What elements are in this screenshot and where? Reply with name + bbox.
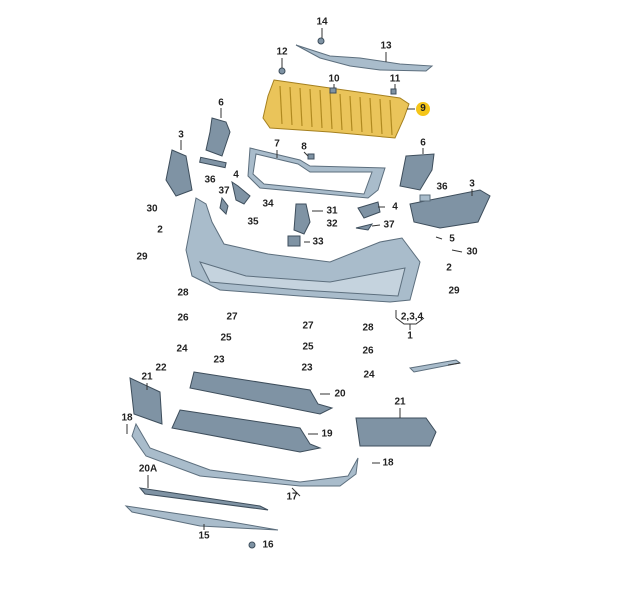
part-33[interactable] bbox=[287, 235, 301, 247]
part-36-right[interactable] bbox=[419, 194, 431, 202]
part-10[interactable] bbox=[329, 87, 337, 94]
callout-12[interactable]: 12 bbox=[276, 46, 288, 58]
callout-17[interactable]: 17 bbox=[286, 491, 298, 503]
callout-26-right[interactable]: 26 bbox=[362, 345, 374, 357]
callout-30-right[interactable]: 30 bbox=[466, 246, 478, 258]
callout-4-right[interactable]: 4 bbox=[392, 201, 398, 213]
callout-20[interactable]: 20 bbox=[334, 388, 346, 400]
group-bracket bbox=[395, 310, 425, 330]
callout-3-left[interactable]: 3 bbox=[178, 129, 184, 141]
callout-27-right[interactable]: 27 bbox=[302, 320, 314, 332]
part-20A-trim[interactable] bbox=[138, 487, 269, 511]
callout-29-left[interactable]: 29 bbox=[136, 251, 148, 263]
callout-14[interactable]: 14 bbox=[316, 16, 328, 28]
callout-35[interactable]: 35 bbox=[247, 216, 259, 228]
callout-20A[interactable]: 20A bbox=[138, 463, 158, 475]
part-16-screw[interactable] bbox=[248, 541, 256, 549]
part-17-lower-spoiler[interactable] bbox=[131, 422, 359, 487]
callout-2-right[interactable]: 2 bbox=[446, 262, 452, 274]
callout-33[interactable]: 33 bbox=[312, 236, 324, 248]
callout-24-left[interactable]: 24 bbox=[176, 343, 188, 355]
callout-15[interactable]: 15 bbox=[198, 530, 210, 542]
callout-37-right[interactable]: 37 bbox=[383, 219, 395, 231]
callout-18-right[interactable]: 18 bbox=[382, 457, 394, 469]
part-3-guide-right[interactable] bbox=[409, 189, 491, 229]
callout-7[interactable]: 7 bbox=[274, 138, 280, 150]
part-6-bracket-right[interactable] bbox=[399, 153, 435, 191]
callout-19[interactable]: 19 bbox=[321, 428, 333, 440]
callout-36-left[interactable]: 36 bbox=[204, 174, 216, 186]
part-21-grille-left[interactable] bbox=[129, 377, 163, 425]
callout-4-left[interactable]: 4 bbox=[233, 169, 239, 181]
callout-1[interactable]: 1 bbox=[407, 330, 413, 342]
part-19-center-grille[interactable] bbox=[171, 409, 322, 453]
callout-10[interactable]: 10 bbox=[328, 73, 340, 85]
part-9-radiator-grille[interactable] bbox=[262, 79, 410, 139]
callout-3-right[interactable]: 3 bbox=[469, 178, 475, 190]
part-13-upper-trim[interactable] bbox=[295, 44, 434, 72]
callout-23-left[interactable]: 23 bbox=[213, 354, 225, 366]
part-31-bracket[interactable] bbox=[293, 203, 311, 235]
callout-9-highlighted[interactable]: 9 bbox=[416, 102, 430, 116]
part-3-guide-left[interactable] bbox=[165, 149, 193, 197]
part-36-left[interactable] bbox=[199, 156, 227, 169]
callout-24-right[interactable]: 24 bbox=[363, 369, 375, 381]
callout-21-right[interactable]: 21 bbox=[394, 396, 406, 408]
part-38-trim[interactable] bbox=[408, 359, 462, 373]
callout-36-right[interactable]: 36 bbox=[436, 181, 448, 193]
part-15-lower-trim[interactable] bbox=[124, 505, 279, 531]
part-11[interactable] bbox=[390, 88, 397, 95]
callout-26-left[interactable]: 26 bbox=[177, 312, 189, 324]
callout-25-left[interactable]: 25 bbox=[220, 332, 232, 344]
callout-5[interactable]: 5 bbox=[449, 233, 455, 245]
callout-6-left[interactable]: 6 bbox=[218, 97, 224, 109]
leader-lines bbox=[126, 28, 473, 530]
callout-27-left[interactable]: 27 bbox=[226, 311, 238, 323]
callout-28-right[interactable]: 28 bbox=[362, 322, 374, 334]
part-37-left[interactable] bbox=[219, 196, 229, 215]
callout-2-left[interactable]: 2 bbox=[157, 224, 163, 236]
callout-32[interactable]: 32 bbox=[326, 218, 338, 230]
callout-2-3-4[interactable]: 2,3,4 bbox=[400, 311, 424, 323]
bumper-lower-opening bbox=[199, 261, 406, 297]
part-4-left[interactable] bbox=[231, 180, 251, 205]
callout-11[interactable]: 11 bbox=[389, 73, 401, 85]
callout-22[interactable]: 22 bbox=[155, 362, 167, 374]
callout-13[interactable]: 13 bbox=[380, 40, 392, 52]
callout-29-right[interactable]: 29 bbox=[448, 285, 460, 297]
part-4-right[interactable] bbox=[357, 201, 381, 219]
callout-8[interactable]: 8 bbox=[301, 141, 307, 153]
callout-18-left[interactable]: 18 bbox=[121, 412, 133, 424]
part-8[interactable] bbox=[307, 153, 315, 160]
part-14-screw[interactable] bbox=[317, 37, 325, 45]
callout-30-left[interactable]: 30 bbox=[146, 203, 158, 215]
part-20-center-grille[interactable] bbox=[189, 371, 334, 415]
part-37-right[interactable] bbox=[355, 223, 374, 231]
callout-31[interactable]: 31 bbox=[326, 205, 338, 217]
callout-28-left[interactable]: 28 bbox=[177, 287, 189, 299]
callout-6-right[interactable]: 6 bbox=[420, 137, 426, 149]
callout-37-left[interactable]: 37 bbox=[218, 185, 230, 197]
part-7-grille-frame[interactable] bbox=[247, 147, 386, 199]
callout-34[interactable]: 34 bbox=[262, 198, 274, 210]
callout-21-left[interactable]: 21 bbox=[141, 371, 153, 383]
part-6-bracket-left[interactable] bbox=[205, 117, 231, 157]
part-12-screw[interactable] bbox=[278, 67, 286, 75]
callout-16[interactable]: 16 bbox=[262, 539, 274, 551]
part-21-grille-right[interactable] bbox=[355, 417, 437, 447]
callout-25-right[interactable]: 25 bbox=[302, 341, 314, 353]
callout-23-right[interactable]: 23 bbox=[301, 362, 313, 374]
